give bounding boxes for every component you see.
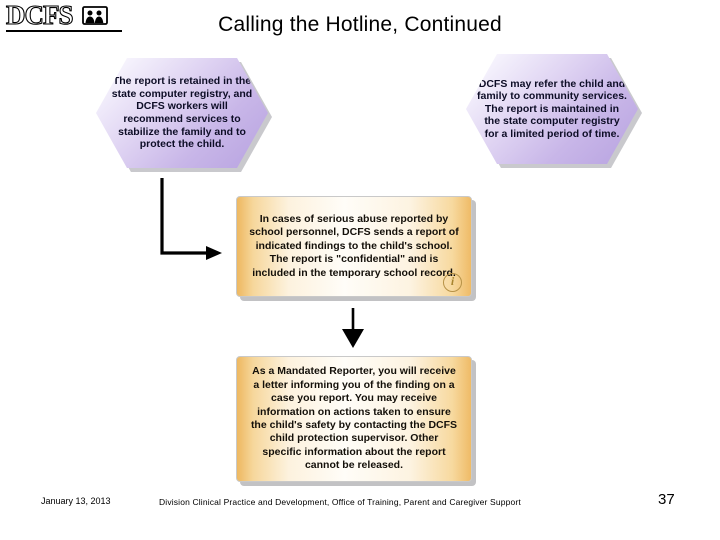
down-arrow-connector: [342, 308, 364, 348]
page-title: Calling the Hotline, Continued: [218, 13, 502, 36]
box-school-report: In cases of serious abuse reported by sc…: [236, 196, 472, 297]
hexagon-dcfs-referral-text: DCFS may refer the child and family to c…: [477, 77, 627, 140]
hexagon-report-retained-text: The report is retained in the state comp…: [111, 75, 253, 151]
info-icon[interactable]: i: [443, 273, 462, 292]
box-mandated-reporter-letter: As a Mandated Reporter, you will receive…: [236, 356, 472, 482]
family-people-icon: [82, 6, 108, 25]
box-mandated-reporter-letter-text: As a Mandated Reporter, you will receive…: [250, 365, 458, 472]
logo-underline: [6, 30, 122, 32]
hexagon-dcfs-referral: DCFS may refer the child and family to c…: [466, 54, 638, 164]
page-number: 37: [658, 491, 675, 508]
dcfs-logo-text: DCFS: [5, 0, 74, 31]
box-school-report-text: In cases of serious abuse reported by sc…: [249, 212, 459, 279]
dcfs-logo: DCFS: [5, 0, 122, 36]
footer-date: January 13, 2013: [41, 496, 111, 506]
hexagon-report-retained: The report is retained in the state comp…: [96, 58, 268, 168]
elbow-connector-arrow: [160, 178, 222, 260]
footer-attribution: Division Clinical Practice and Developme…: [159, 497, 521, 507]
